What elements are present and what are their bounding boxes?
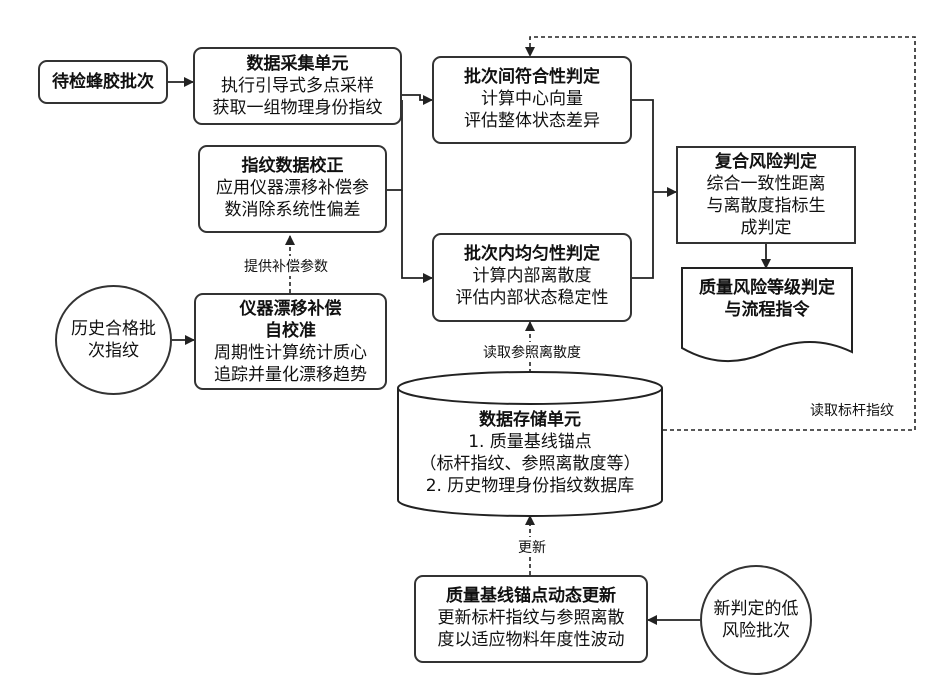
- node-update-line: 更新标杆指纹与参照离散: [416, 607, 646, 629]
- node-inter-title: 批次间符合性判定: [434, 66, 630, 88]
- node-drift-compensation: 仪器漂移补偿 自校准 周期性计算统计质心 追踪并量化漂移趋势: [194, 293, 387, 390]
- node-composite-title: 复合风险判定: [678, 151, 854, 173]
- node-drift-title2: 自校准: [196, 320, 385, 342]
- node-storage-title: 数据存储单元: [400, 409, 660, 431]
- node-composite-line: 成判定: [678, 217, 854, 239]
- node-composite-line: 与离散度指标生: [678, 195, 854, 217]
- node-newlow-line: 风险批次: [714, 620, 799, 642]
- node-history-line: 历史合格批: [71, 318, 156, 340]
- edge-label-read-benchmark: 读取标杆指纹: [808, 400, 896, 420]
- arrow-inter-merge: [632, 100, 653, 278]
- node-composite-line: 综合一致性距离: [678, 173, 854, 195]
- node-drift-title: 仪器漂移补偿: [196, 298, 385, 320]
- node-history-line: 次指纹: [71, 340, 156, 362]
- node-update-title: 质量基线锚点动态更新: [416, 585, 646, 607]
- node-acquire-line: 执行引导式多点采样: [195, 75, 400, 97]
- node-calib-title: 指纹数据校正: [200, 155, 385, 177]
- edge-label-provide-params: 提供补偿参数: [242, 256, 330, 276]
- node-intra-title: 批次内均匀性判定: [434, 243, 630, 265]
- edge-label-update: 更新: [516, 537, 548, 557]
- node-data-acquisition: 数据采集单元 执行引导式多点采样 获取一组物理身份指纹: [193, 47, 402, 125]
- node-storage-line: 2. 历史物理身份指纹数据库: [400, 475, 660, 497]
- node-pending-batch: 待检蜂胶批次: [38, 60, 168, 104]
- node-pending-label: 待检蜂胶批次: [52, 71, 154, 93]
- node-storage-line: （标杆指纹、参照离散度等）: [400, 453, 660, 475]
- node-calib-line: 应用仪器漂移补偿参: [200, 177, 385, 199]
- node-intra-line: 评估内部状态稳定性: [434, 287, 630, 309]
- node-inter-batch-conformity: 批次间符合性判定 计算中心向量 评估整体状态差异: [432, 56, 632, 144]
- node-inter-line: 评估整体状态差异: [434, 110, 630, 132]
- node-drift-line: 追踪并量化漂移趋势: [196, 364, 385, 386]
- node-intra-line: 计算内部离散度: [434, 265, 630, 287]
- node-fingerprint-calibration: 指纹数据校正 应用仪器漂移补偿参 数消除系统性偏差: [198, 145, 387, 233]
- node-intra-batch-uniformity: 批次内均匀性判定 计算内部离散度 评估内部状态稳定性: [432, 233, 632, 322]
- node-baseline-update: 质量基线锚点动态更新 更新标杆指纹与参照离散 度以适应物料年度性波动: [414, 575, 648, 663]
- node-grade-line: 质量风险等级判定: [682, 277, 852, 299]
- arrow-acquire-to-inter: [402, 95, 432, 100]
- node-newlow-line: 新判定的低: [714, 598, 799, 620]
- edge-label-read-dispersion: 读取参照离散度: [481, 342, 583, 362]
- node-acquire-line: 获取一组物理身份指纹: [195, 97, 400, 119]
- node-storage-line: 1. 质量基线锚点: [400, 431, 660, 453]
- node-inter-line: 计算中心向量: [434, 88, 630, 110]
- node-risk-grade: 质量风险等级判定 与流程指令: [682, 277, 852, 321]
- node-drift-line: 周期性计算统计质心: [196, 342, 385, 364]
- node-update-line: 度以适应物料年度性波动: [416, 629, 646, 651]
- node-grade-line: 与流程指令: [682, 299, 852, 321]
- node-history-fingerprint: 历史合格批 次指纹: [55, 285, 172, 395]
- node-composite-risk: 复合风险判定 综合一致性距离 与离散度指标生 成判定: [676, 146, 856, 244]
- node-acquire-title: 数据采集单元: [195, 53, 400, 75]
- node-new-low-risk: 新判定的低 风险批次: [700, 565, 812, 675]
- node-data-storage: 数据存储单元 1. 质量基线锚点 （标杆指纹、参照离散度等） 2. 历史物理身份…: [400, 409, 660, 497]
- arrow-calib-to-intra: [402, 190, 432, 278]
- node-calib-line: 数消除系统性偏差: [200, 199, 385, 221]
